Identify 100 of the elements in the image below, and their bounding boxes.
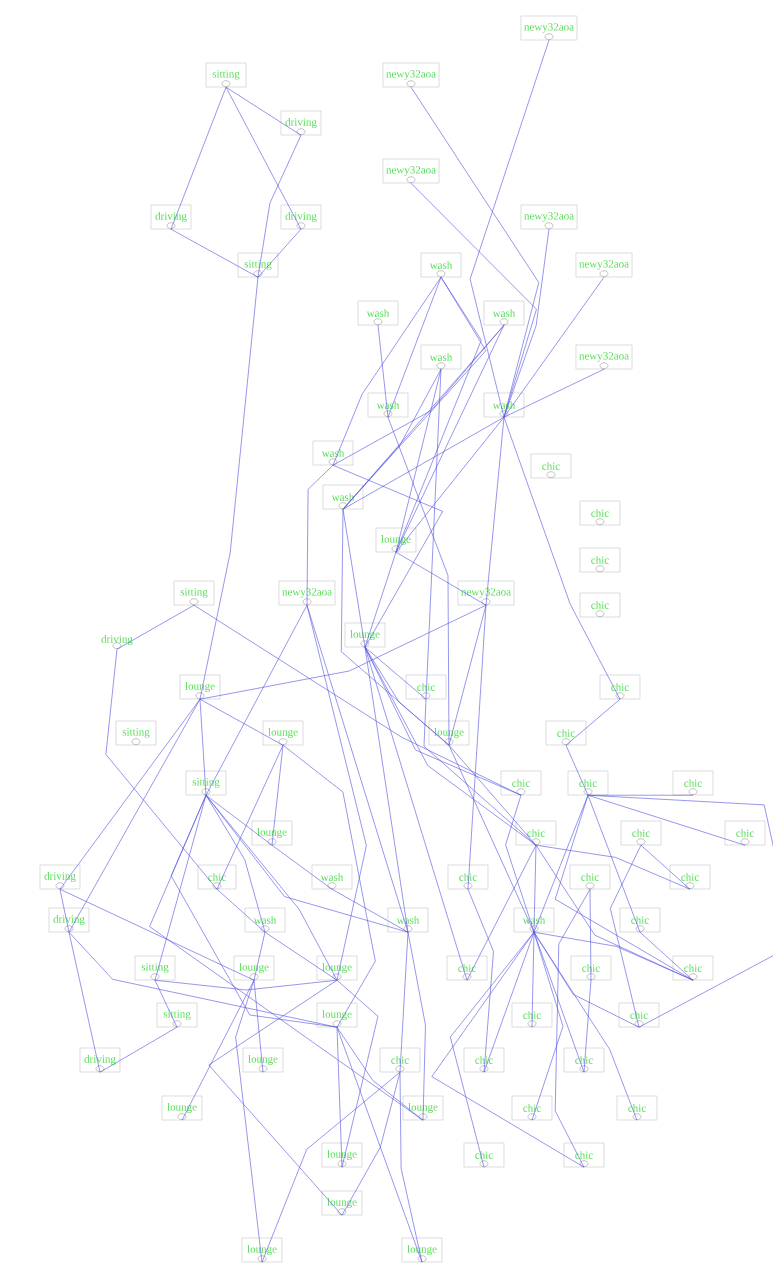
connector-line <box>364 646 450 746</box>
graph-node-box: newy32aoa <box>382 62 440 88</box>
connector-line <box>253 931 266 981</box>
graph-node-box: chic <box>446 955 488 981</box>
connector-line <box>253 979 264 1073</box>
graph-node-box: chic <box>579 547 621 573</box>
graph-node-box: lounge <box>316 955 358 981</box>
graph-node-box: lounge <box>161 1095 203 1121</box>
graph-node-box: lounge <box>241 1237 283 1263</box>
connector-line <box>554 888 591 1168</box>
graph-node-box: chic <box>379 1047 421 1073</box>
connector-line <box>533 931 638 1121</box>
connector-line <box>587 794 641 933</box>
connector-line <box>587 794 773 1028</box>
connector-line <box>610 844 642 1028</box>
connector-line <box>181 979 255 1121</box>
graph-node-box: chic <box>500 770 542 796</box>
graph-node-box: chic <box>515 820 557 846</box>
graph-node-box: lounge <box>428 720 470 746</box>
connector-line <box>332 324 505 466</box>
connector-line <box>399 931 409 1073</box>
connector-line <box>208 979 343 1216</box>
connector-line <box>336 1026 424 1121</box>
connector-line <box>264 931 338 981</box>
connector-line <box>467 888 494 1073</box>
connector-line <box>431 931 585 1168</box>
graph-node-box: chic <box>570 955 612 981</box>
graph-node-box: wash <box>483 300 525 326</box>
graph-node-box: chic <box>463 1142 505 1168</box>
connector-line <box>205 604 308 796</box>
graph-node-box: lounge <box>321 1190 363 1216</box>
graph-node-box: sitting <box>156 1002 198 1028</box>
graph-node-box: chic <box>616 1095 658 1121</box>
connector-line <box>154 979 178 1028</box>
connector-line <box>503 228 550 418</box>
connector-line <box>469 39 550 418</box>
connector-line <box>105 648 218 890</box>
connector-line <box>387 276 442 418</box>
graph-node-box: chic <box>545 720 587 746</box>
connector-line <box>377 324 389 418</box>
connector-line <box>216 888 266 933</box>
graph-node-box: newy32aoa <box>382 158 440 184</box>
connector-line <box>257 134 302 278</box>
graph-node-box: wash <box>420 252 462 278</box>
connector-line <box>467 604 487 890</box>
connector-line <box>505 794 535 933</box>
graph-node-box: lounge <box>233 955 275 981</box>
connector-line <box>59 698 201 890</box>
graph-node-box: newy32aoa <box>520 15 578 41</box>
connector-line <box>583 979 592 1073</box>
graph-node-box: sitting <box>237 252 279 278</box>
connector-line <box>466 844 537 981</box>
connector-line <box>533 931 694 981</box>
graph-node-box: driving <box>48 907 90 933</box>
graph-node-box: lounge <box>251 820 293 846</box>
graph-node-box: wash <box>367 392 409 418</box>
graph-node-box: lounge <box>316 1002 358 1028</box>
graph-node-box: wash <box>311 864 353 890</box>
graph-node-box: chic <box>567 770 609 796</box>
connector-line <box>170 228 259 278</box>
graph-node-box: lounge <box>262 720 304 746</box>
connector-line <box>533 794 589 933</box>
connector-line <box>485 416 505 606</box>
connector-line <box>282 744 376 1028</box>
graph-node-box: wash <box>387 907 429 933</box>
connector-line <box>395 416 505 553</box>
connector-line <box>640 844 691 890</box>
graph-node-box: chic <box>618 1002 660 1028</box>
connector-line <box>59 888 70 933</box>
graph-node-box: chic <box>672 955 714 981</box>
connector-line <box>503 416 621 700</box>
graph-node-box: wash <box>322 484 364 510</box>
node-label: driving <box>101 635 133 649</box>
graph-node-box: wash <box>312 440 354 466</box>
graph-node-box: lounge <box>242 1047 284 1073</box>
connector-line <box>423 698 537 846</box>
connector-line <box>533 931 585 1073</box>
connector-line <box>395 324 505 553</box>
graph-node-box: chic <box>579 592 621 618</box>
connector-line <box>59 888 255 981</box>
graph-node-box: sitting <box>185 770 227 796</box>
connector-line <box>425 368 442 700</box>
graph-node-box: chic <box>463 1047 505 1073</box>
connector-line <box>332 276 442 466</box>
connector-line <box>587 794 746 846</box>
graph-node-box: chic <box>619 907 661 933</box>
connector-line <box>565 744 589 796</box>
connector-line <box>116 604 195 650</box>
connector-line <box>364 646 427 700</box>
graph-node-box: driving <box>280 204 322 230</box>
connector-line <box>68 931 101 1073</box>
connector-line <box>170 86 227 230</box>
connector-line <box>450 931 535 1168</box>
graph-node-box: newy32aoa <box>575 344 633 370</box>
graph-node-box: wash <box>420 344 462 370</box>
graph-node-box: lounge <box>401 1237 443 1263</box>
connector-line <box>154 979 338 991</box>
connector-line <box>199 276 259 700</box>
graph-node-box: chic <box>563 1142 605 1168</box>
graph-node-box: newy32aoa <box>520 204 578 230</box>
